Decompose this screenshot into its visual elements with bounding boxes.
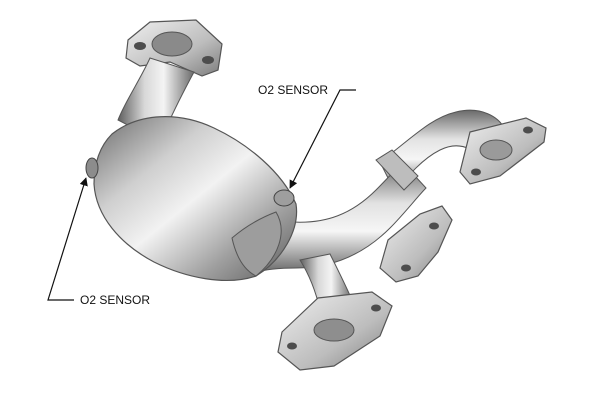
callout-o2-sensor-lower: O2 SENSOR — [47, 177, 150, 307]
right-upper-flange — [459, 117, 547, 185]
leader-line-lower — [47, 177, 88, 301]
right-middle-flange — [379, 205, 453, 283]
bottom-flange — [277, 291, 393, 371]
pipe-collar — [375, 149, 419, 191]
converter-outlet-cone — [231, 211, 282, 277]
callout-label-lower: O2 SENSOR — [80, 293, 150, 307]
o2-sensor-bung-left — [85, 157, 99, 179]
o2-sensor-bung-right — [273, 189, 295, 207]
callout-o2-sensor-upper: O2 SENSOR — [258, 83, 356, 189]
catalytic-converter-manifold-illustration — [85, 19, 547, 371]
callout-label-upper: O2 SENSOR — [258, 83, 328, 97]
leader-line-upper — [289, 89, 356, 189]
